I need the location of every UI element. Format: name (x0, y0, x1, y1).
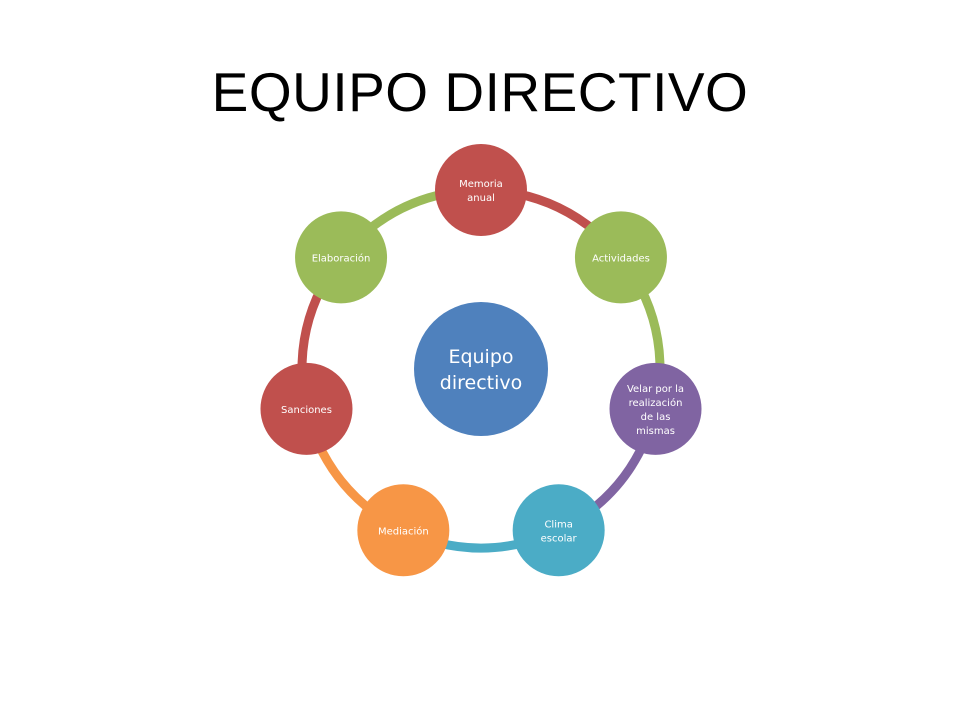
cycle-node-1: Memoria anual (435, 144, 527, 236)
node-label: realización (629, 397, 683, 409)
connector-arc-3 (586, 440, 649, 516)
cycle-node-5: Mediación (357, 484, 450, 577)
node-label: escolar (541, 533, 578, 544)
center-circle (414, 302, 548, 436)
slide-title: EQUIPO DIRECTIVO (211, 61, 749, 123)
center-label: Equipo (448, 346, 513, 368)
cycle-node-3: Velar por la realización de las mismas (609, 362, 702, 455)
center-node: Equipo directivo (414, 302, 548, 436)
node-label: Elaboración (312, 252, 371, 264)
node-label: Actividades (592, 253, 650, 264)
connector-arc-5 (313, 440, 376, 516)
node-circle (512, 484, 605, 577)
connector-arc-6 (297, 285, 326, 374)
cycle-node-6: Sanciones (260, 362, 353, 455)
node-circle (260, 362, 353, 455)
connector-arc-7 (363, 189, 447, 236)
node-circle (357, 484, 450, 577)
connector-arc-1 (515, 189, 599, 236)
node-label: Velar por la (627, 384, 684, 395)
node-label: de las (641, 412, 671, 423)
node-circle (609, 362, 702, 455)
cycle-node-2: Actividades (574, 211, 667, 304)
node-label: mismas (636, 426, 675, 437)
node-label: anual (467, 193, 495, 204)
node-circle (435, 144, 527, 236)
cycle-node-4: Clima escolar (512, 484, 605, 577)
center-label: directivo (440, 372, 522, 394)
node-label: Mediación (378, 525, 429, 537)
connector-arc-2 (636, 285, 665, 374)
connector-arc-4 (435, 538, 527, 553)
node-label: Clima (544, 519, 572, 530)
node-circle (295, 211, 388, 304)
cycle-node-7: Elaboración (295, 211, 388, 304)
node-label: Sanciones (281, 405, 332, 416)
node-label: Memoria (459, 179, 503, 190)
node-circle (574, 211, 667, 304)
